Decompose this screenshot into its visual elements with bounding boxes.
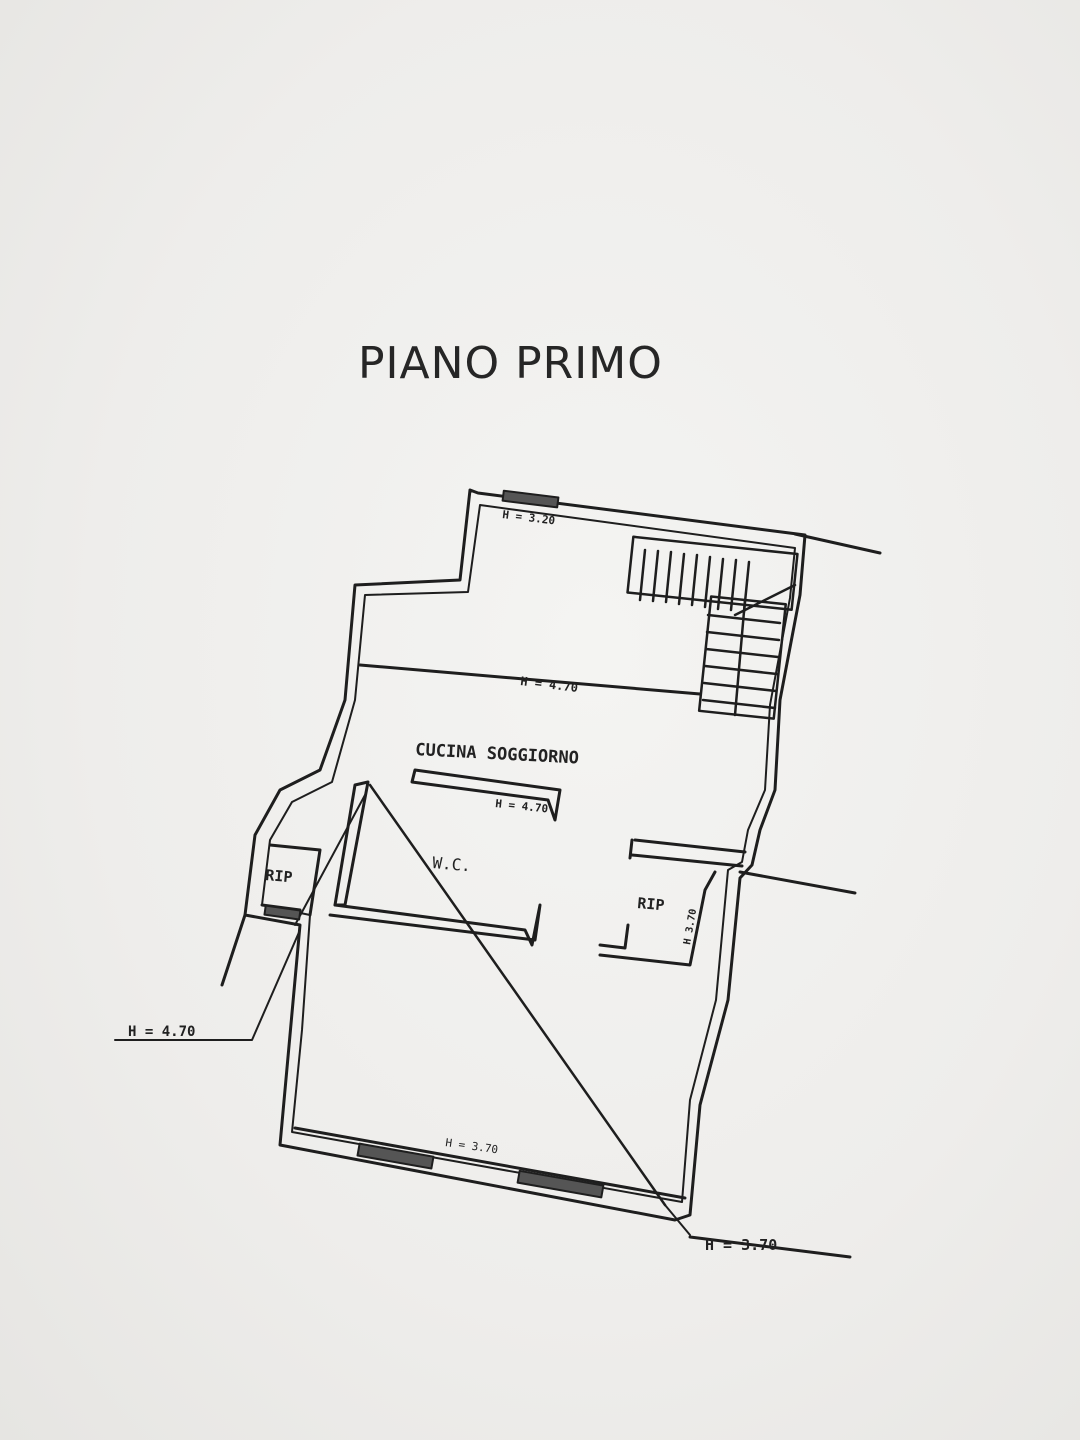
room-label-wc: W.C. [432,853,472,875]
site-line-top [793,532,882,555]
rip-wall [598,838,747,967]
outer-wall-inner [261,504,796,1203]
page-title: PIANO PRIMO [358,338,663,389]
room-label-living: CUCINA SOGGIORNO [415,740,580,769]
height-label-left: H = 4.70 [128,1024,195,1040]
height-label-bottom: H = 3.70 [445,1136,499,1156]
site-line-bottom [688,1235,852,1259]
room-label-rip-right: RIP [637,894,666,914]
window-left [263,904,302,921]
bottom-wall [293,1126,687,1200]
staircase [626,535,799,720]
height-label-bottom-right: H = 3.70 [705,1236,777,1254]
wc-wall-top [410,768,562,822]
height-label-wc-wall: H = 4.70 [495,797,549,815]
leader-left [114,929,301,1041]
height-label-top: H = 3.20 [502,508,556,527]
site-line-left [220,913,247,987]
leader-bottom [664,1204,691,1236]
beam-line [358,663,702,696]
room-label-rip-left: RIP [265,866,294,886]
void-diagonal-1 [368,783,667,1207]
height-label-middle: H = 4.70 [520,674,579,695]
window-bottom-right [516,1169,605,1199]
wc-wall-bottom [328,903,542,947]
window-top [501,489,560,509]
window-bottom-left [356,1142,435,1170]
outer-wall [243,488,807,1222]
void-diagonal-2 [294,794,366,926]
site-line-right [738,870,857,895]
